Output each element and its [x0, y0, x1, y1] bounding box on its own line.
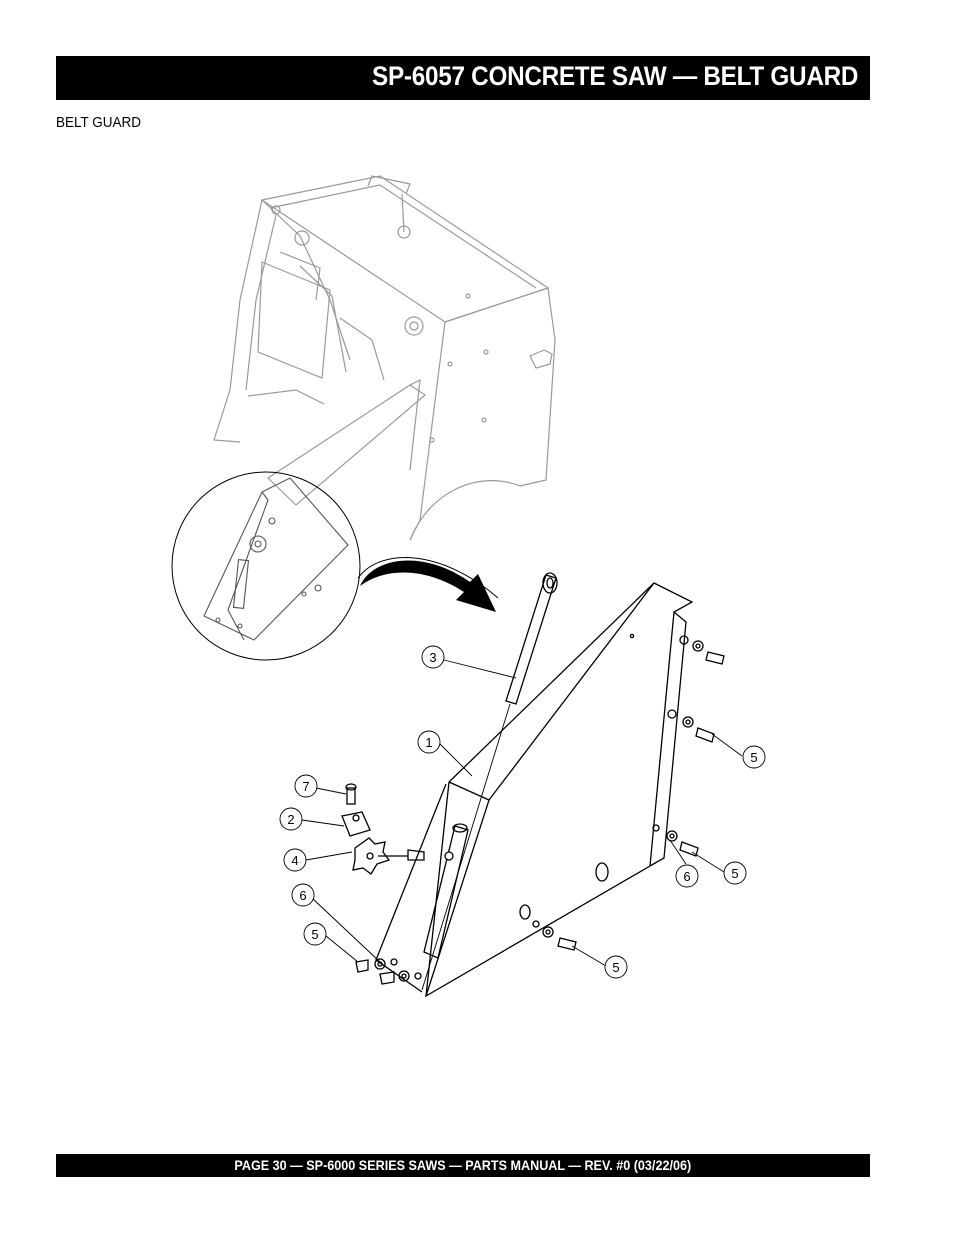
callout-6-right: 6: [675, 864, 699, 888]
callout-label-5: 5: [750, 750, 757, 765]
callout-1: 1: [417, 730, 441, 754]
callout-bubbles: 3 1 7 2 4 6 5 5: [279, 645, 766, 979]
callout-label-2: 2: [287, 812, 294, 827]
callout-label-6: 6: [683, 869, 690, 884]
leader-lines: [301, 659, 743, 967]
callout-label-1: 1: [425, 735, 432, 750]
page-footer: PAGE 30 — SP-6000 SERIES SAWS — PARTS MA…: [234, 1157, 692, 1173]
callout-6-left: 6: [291, 883, 315, 907]
callout-label-6: 6: [299, 888, 306, 903]
callout-label-5: 5: [311, 927, 318, 942]
callout-5-bottom: 5: [604, 955, 628, 979]
callout-2: 2: [279, 807, 303, 831]
callout-4: 4: [283, 848, 307, 872]
page-title-bar: SP-6057 CONCRETE SAW — BELT GUARD: [56, 56, 870, 100]
callout-label-3: 3: [429, 650, 436, 665]
belt-guard-drawing: [341, 572, 725, 998]
callout-label-5: 5: [731, 866, 738, 881]
page-footer-bar: PAGE 30 — SP-6000 SERIES SAWS — PARTS MA…: [56, 1154, 870, 1177]
detail-circle: [171, 471, 361, 661]
callout-7: 7: [294, 774, 318, 798]
callout-5-right: 5: [723, 861, 747, 885]
callout-label-4: 4: [291, 853, 298, 868]
callout-3: 3: [421, 645, 445, 669]
section-label: BELT GUARD: [56, 114, 142, 131]
page-title: SP-6057 CONCRETE SAW — BELT GUARD: [371, 61, 858, 91]
callout-arrow: [357, 557, 499, 612]
callout-5-upper-right: 5: [742, 745, 766, 769]
callout-label-7: 7: [302, 779, 309, 794]
saw-frame-drawing: [213, 175, 556, 541]
callout-label-5: 5: [612, 960, 619, 975]
callout-5-left: 5: [303, 922, 327, 946]
